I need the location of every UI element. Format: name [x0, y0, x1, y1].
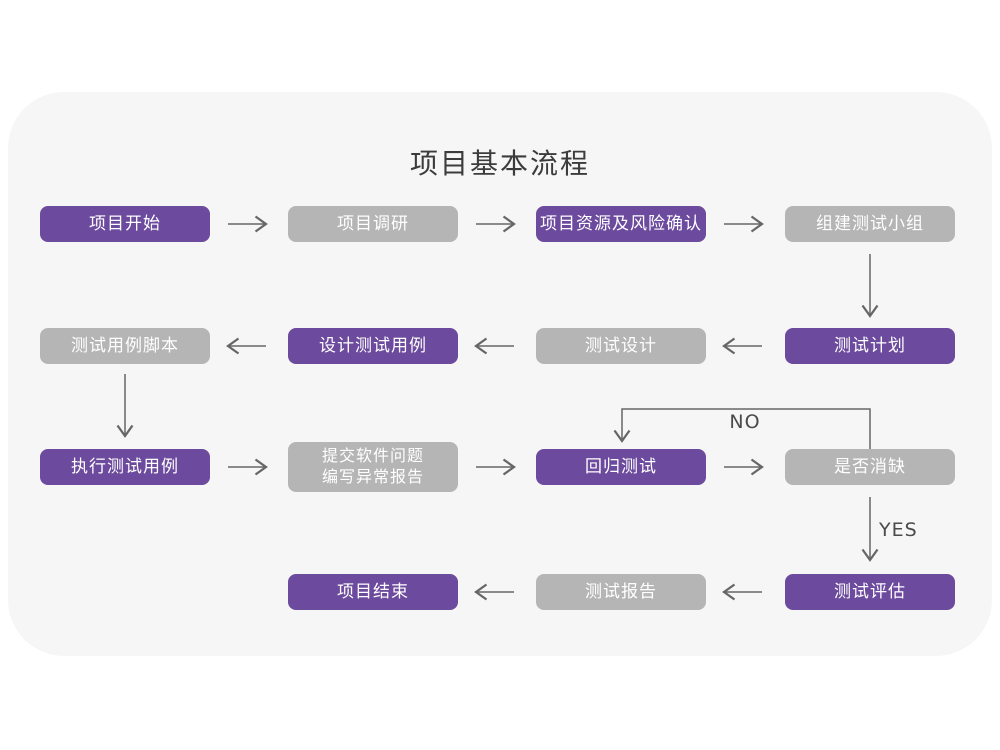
- node-test-plan: 测试计划: [785, 328, 955, 364]
- node-execute-test-cases: 执行测试用例: [40, 449, 210, 485]
- node-project-research: 项目调研: [288, 206, 458, 242]
- page-title: 项目基本流程: [409, 147, 590, 180]
- flowchart-card: [8, 92, 992, 656]
- node-project-resources: 项目资源及风险确认: [536, 206, 706, 242]
- node-test-design: 测试设计: [536, 328, 706, 364]
- node-test-case-script: 测试用例脚本: [40, 328, 210, 364]
- node-test-evaluation: 测试评估: [785, 574, 955, 610]
- branch-label-no: NO: [729, 411, 761, 433]
- arrow-no-loop: [613, 408, 871, 449]
- node-project-start: 项目开始: [40, 206, 210, 242]
- node-submit-issue-report: 提交软件问题 编写异常报告: [288, 442, 458, 492]
- node-defect-cleared: 是否消缺: [785, 449, 955, 485]
- node-test-report: 测试报告: [536, 574, 706, 610]
- node-design-test-cases: 设计测试用例: [288, 328, 458, 364]
- node-regression-test: 回归测试: [536, 449, 706, 485]
- branch-label-yes: YES: [879, 519, 918, 541]
- node-build-test-team: 组建测试小组: [785, 206, 955, 242]
- node-project-end: 项目结束: [288, 574, 458, 610]
